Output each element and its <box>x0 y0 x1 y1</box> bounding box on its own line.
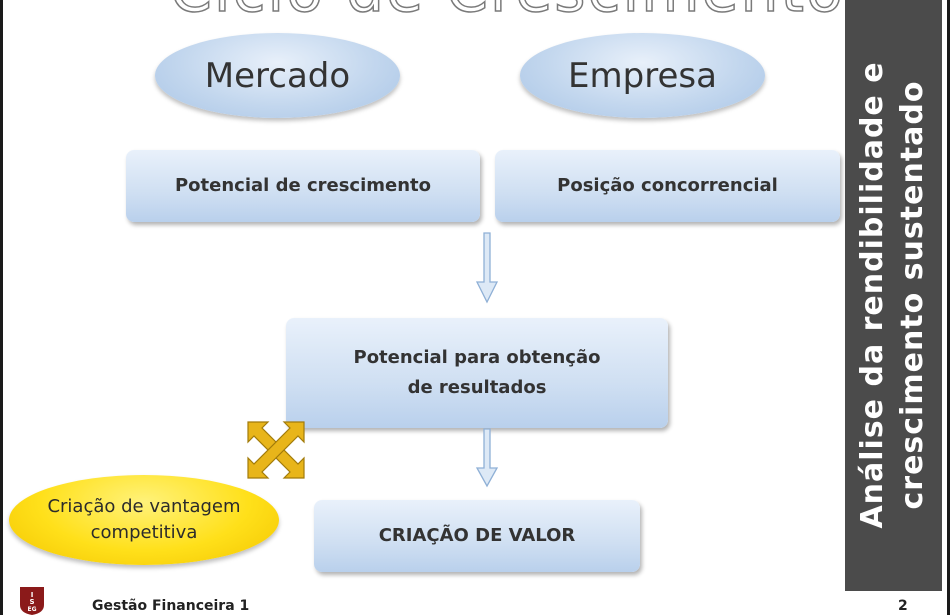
side-panel-text: Análise da rendibilidade e crescimento s… <box>853 61 933 528</box>
company-label: Empresa <box>568 55 717 96</box>
footer-divider <box>845 590 942 591</box>
iseg-logo: I S EG <box>20 587 44 615</box>
svg-text:S: S <box>29 598 34 606</box>
competitive-advantage-line-2: competitiva <box>90 522 198 543</box>
down-arrow-1 <box>475 232 499 304</box>
market-ellipse: Mercado <box>155 33 400 118</box>
company-ellipse: Empresa <box>520 33 765 118</box>
results-line-2: de resultados <box>407 377 547 398</box>
slide-title: Ciclo de Crescimento <box>170 0 845 20</box>
competitive-advantage-line-1: Criação de vantagem <box>47 496 241 517</box>
growth-potential-label: Potencial de crescimento <box>174 175 432 196</box>
market-label: Mercado <box>204 55 351 96</box>
value-creation-box: CRIAÇÃO DE VALOR <box>314 500 640 572</box>
diagonal-double-arrow-icon <box>247 421 305 479</box>
competitive-position-box: Posição concorrencial <box>495 150 840 222</box>
growth-potential-box: Potencial de crescimento <box>126 150 480 222</box>
side-panel: Análise da rendibilidade e crescimento s… <box>845 0 942 590</box>
results-potential-box: Potencial para obtenção de resultados <box>286 318 668 428</box>
competitive-advantage-ellipse: Criação de vantagem competitiva <box>9 475 279 565</box>
value-creation-label: CRIAÇÃO DE VALOR <box>378 525 576 546</box>
page-number: 2 <box>898 598 908 614</box>
slide-title-clipped: Ciclo de Crescimento <box>170 0 870 20</box>
side-panel-line-1: Análise da rendibilidade e <box>855 61 890 529</box>
svg-text:EG: EG <box>27 606 36 613</box>
side-panel-line-2: crescimento sustentado <box>895 80 930 510</box>
footer-course-name: Gestão Financeira 1 <box>92 598 250 614</box>
results-line-1: Potencial para obtenção <box>353 347 601 368</box>
competitive-position-label: Posição concorrencial <box>557 175 778 196</box>
down-arrow-2 <box>475 428 499 488</box>
svg-text:I: I <box>31 591 34 599</box>
